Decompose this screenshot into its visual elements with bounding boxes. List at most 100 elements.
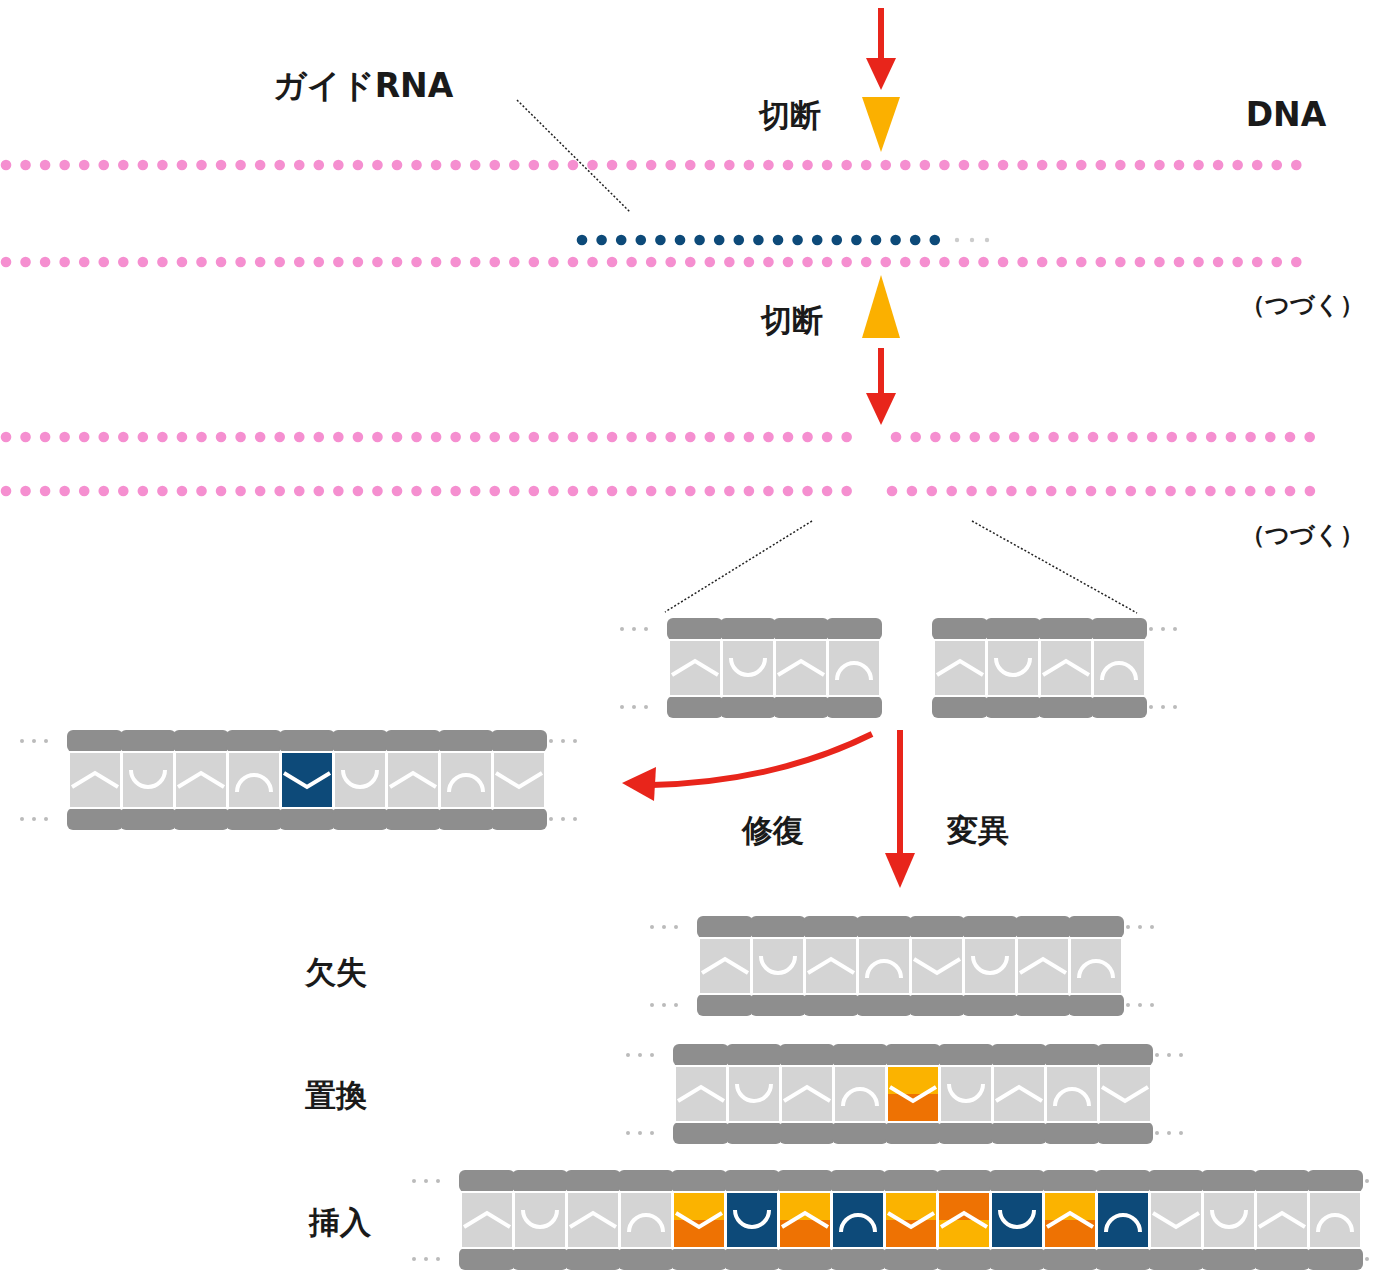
dot <box>489 432 500 443</box>
backbone <box>883 1248 939 1270</box>
base <box>912 966 962 994</box>
backbone <box>671 1170 727 1192</box>
dot <box>1304 432 1315 443</box>
backbone <box>1148 1170 1204 1192</box>
gap <box>1018 993 1068 995</box>
dot <box>470 486 481 497</box>
dot <box>470 257 481 268</box>
ellipsis <box>412 1179 416 1183</box>
backbone <box>697 916 753 938</box>
dot <box>900 160 911 171</box>
dot <box>970 432 981 443</box>
dna-segment <box>412 1170 1376 1270</box>
dot <box>646 432 657 443</box>
base-bond <box>973 956 1007 973</box>
gap <box>912 937 962 939</box>
gap <box>494 751 544 753</box>
dot <box>392 160 403 171</box>
backbone <box>1097 1122 1153 1144</box>
dot <box>1086 486 1097 497</box>
backbone <box>938 1044 994 1066</box>
dot <box>333 486 344 497</box>
gap <box>992 1191 1042 1193</box>
backbone <box>777 1170 833 1192</box>
dot <box>509 160 520 171</box>
dot <box>744 486 755 497</box>
dot <box>1291 160 1302 171</box>
dot <box>314 257 325 268</box>
base <box>1041 640 1091 668</box>
dot <box>353 432 364 443</box>
base-bond <box>449 775 483 792</box>
backbone <box>991 1122 1047 1144</box>
dot <box>841 257 852 268</box>
backbone <box>856 994 912 1016</box>
dot <box>577 235 588 246</box>
ellipsis <box>1150 925 1154 929</box>
dot <box>607 160 618 171</box>
dot <box>802 160 813 171</box>
backbone <box>438 730 494 752</box>
dot <box>1252 160 1263 171</box>
backbone <box>962 994 1018 1016</box>
gap <box>1041 695 1091 697</box>
dot <box>1026 486 1037 497</box>
base <box>1047 1094 1097 1122</box>
dot <box>59 257 70 268</box>
dot <box>1174 160 1185 171</box>
base-pairs <box>20 618 1376 1270</box>
ellipsis <box>1155 1053 1159 1057</box>
label: 修復 <box>742 813 804 847</box>
backbone <box>832 1122 888 1144</box>
base-bond <box>702 959 748 973</box>
gap <box>70 751 120 753</box>
gap <box>1257 1191 1307 1193</box>
backbone <box>1015 994 1071 1016</box>
dot <box>98 432 109 443</box>
dot <box>822 160 833 171</box>
base <box>1151 1220 1201 1248</box>
base-pair <box>697 916 753 1016</box>
gap <box>965 993 1015 995</box>
gap <box>723 639 773 641</box>
dot <box>411 432 422 443</box>
zoom-line <box>665 521 812 612</box>
dot <box>871 235 882 246</box>
dot <box>1232 257 1243 268</box>
ellipsis <box>1365 1179 1369 1183</box>
ellipsis <box>549 817 553 821</box>
backbone <box>491 808 547 830</box>
dot <box>548 257 559 268</box>
dot <box>1048 432 1059 443</box>
dot <box>1115 257 1126 268</box>
base-pair <box>909 916 965 1016</box>
gap <box>388 807 438 809</box>
base <box>1100 1094 1150 1122</box>
base-pair <box>1201 1170 1257 1270</box>
dot <box>59 160 70 171</box>
dot <box>274 486 285 497</box>
gap <box>727 1247 777 1249</box>
dot <box>636 235 647 246</box>
dot <box>372 486 383 497</box>
backbone <box>803 916 859 938</box>
gap <box>833 1247 883 1249</box>
base-bond <box>1047 1213 1093 1227</box>
dot <box>665 160 676 171</box>
base-pair <box>1097 1044 1153 1144</box>
dot <box>724 486 735 497</box>
ellipsis <box>626 1131 630 1135</box>
backbone <box>856 916 912 938</box>
backbone <box>989 1248 1045 1270</box>
base <box>670 640 720 668</box>
dot <box>1096 257 1107 268</box>
dot <box>118 432 129 443</box>
gap <box>1041 639 1091 641</box>
base <box>888 1094 938 1122</box>
dot <box>118 160 129 171</box>
ellipsis <box>573 739 577 743</box>
base <box>833 1220 883 1248</box>
dna-segment <box>620 618 882 718</box>
dot <box>1285 432 1296 443</box>
